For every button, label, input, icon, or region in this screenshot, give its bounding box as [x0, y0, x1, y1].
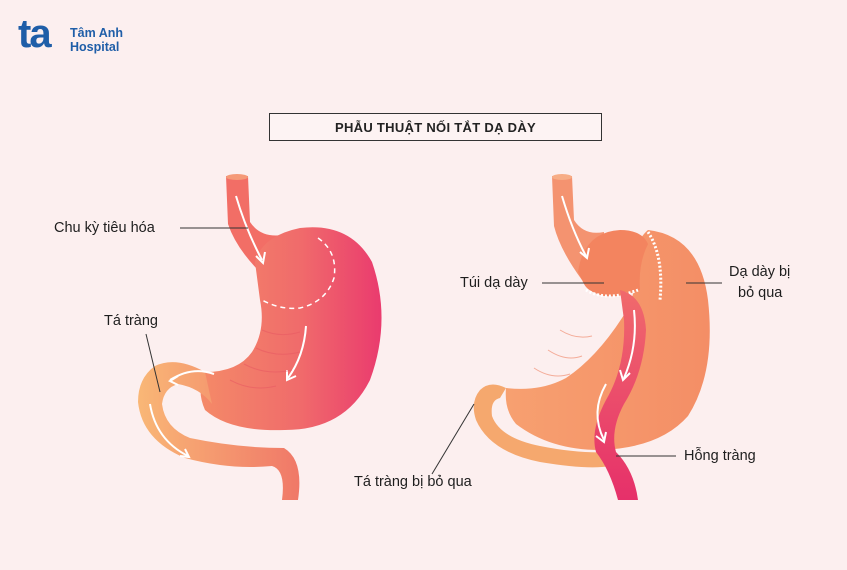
- hospital-logo: ta Tâm Anh Hospital: [18, 12, 138, 64]
- label-bypassed-stomach-line-1: Dạ dày bị: [729, 264, 791, 280]
- staple-line-1: [585, 288, 639, 298]
- normal-stomach: [138, 174, 382, 500]
- flow-arrow-4: [149, 403, 189, 457]
- stomach-pouch: [578, 230, 648, 297]
- bypass-stomach: [431, 174, 722, 500]
- duodenum-left: [138, 362, 300, 500]
- label-digestive-cycle: Chu kỳ tiêu hóa: [54, 220, 155, 236]
- stomach-body-left: [200, 227, 382, 431]
- logo-line-2: Hospital: [70, 40, 120, 54]
- leader-duodenum: [145, 333, 161, 393]
- leader-bypassed-duodenum: [431, 403, 475, 475]
- flow-arrow-1: [235, 195, 263, 261]
- bypassed-stomach-body: [505, 230, 710, 450]
- diagram-title: PHẪU THUẬT NỐI TẮT DẠ DÀY: [269, 113, 602, 141]
- label-duodenum: Tá tràng: [104, 313, 158, 329]
- fundus-dashed-line: [261, 237, 336, 310]
- label-bypassed-duodenum: Tá tràng bị bỏ qua: [354, 474, 472, 490]
- flow-arrow-2: [287, 325, 307, 379]
- logo-line-1: Tâm Anh: [70, 26, 124, 40]
- label-jejunum: Hỗng tràng: [684, 448, 756, 464]
- label-stomach-pouch: Túi dạ dày: [460, 275, 528, 291]
- logo-mark: ta: [18, 12, 52, 56]
- staple-line-2: [646, 231, 663, 301]
- label-bypassed-stomach-line-2: bỏ qua: [738, 285, 783, 301]
- logo-text: Tâm Anh Hospital: [70, 26, 123, 54]
- bypassed-duodenum: [473, 384, 612, 468]
